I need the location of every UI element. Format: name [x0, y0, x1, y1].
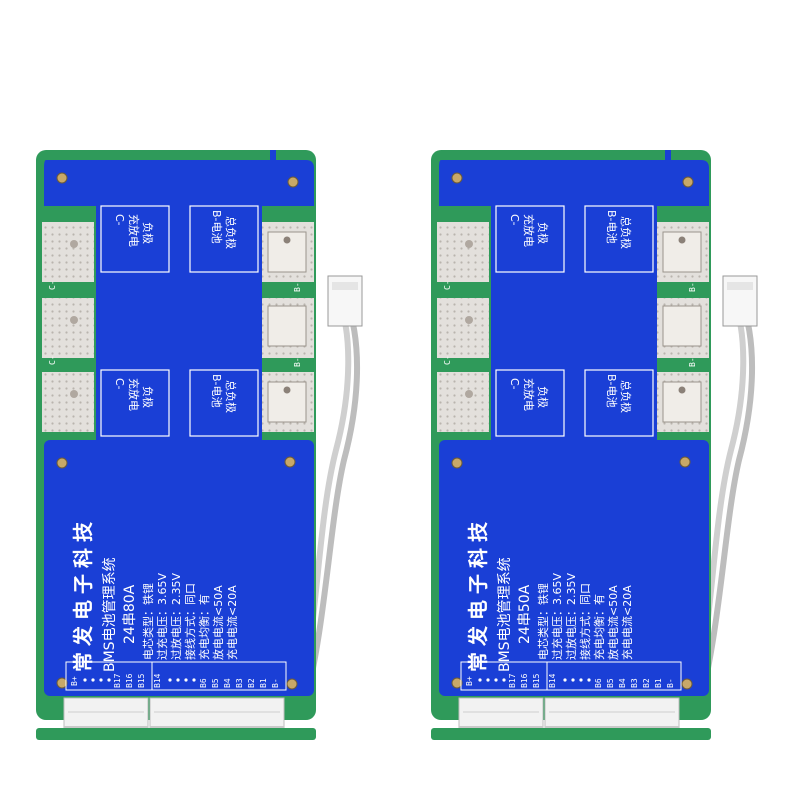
mosfet-strip-right: B- B-	[262, 222, 314, 432]
pin-label: B6	[199, 678, 208, 688]
heatsink-cover-bottom	[439, 440, 709, 696]
pad-c-label: 负极	[536, 386, 550, 408]
b-minus-label: B-	[293, 282, 302, 292]
pin-label: B2	[642, 678, 651, 688]
model-text: 24串50A	[517, 584, 533, 644]
spec-line: 放电电流<50A	[211, 585, 225, 660]
b-minus-label: B-	[688, 282, 697, 292]
pin-label: B4	[223, 678, 232, 688]
bms-board-80a: C- C- B- B-	[36, 150, 363, 740]
pin-label: B3	[630, 678, 639, 688]
pad-b-label: 总负极	[619, 380, 633, 413]
spec-line: 放电电流<50A	[606, 585, 620, 660]
pad-c-label: 充放电	[127, 378, 141, 411]
pin-label: B14	[153, 673, 162, 688]
pad-c-label: 负极	[141, 222, 155, 244]
pad-b-label: 总负极	[224, 216, 238, 249]
mosfet-strip-left: C- C-	[437, 222, 489, 432]
pad-b-label: B-电池	[605, 210, 618, 244]
pad-c-label: 充放电	[522, 378, 536, 411]
pin-label: B15	[137, 673, 146, 688]
heatsink-cover-bottom	[44, 440, 314, 696]
pin-label: B16	[520, 673, 529, 688]
system-text: BMS电池管理系统	[497, 557, 513, 672]
c-minus-label: C-	[443, 355, 452, 365]
c-minus-label: C-	[443, 280, 452, 290]
mosfet-strip-left: C- C-	[42, 222, 94, 432]
pin-label: B4	[618, 678, 627, 688]
pin-label: B14	[548, 673, 557, 688]
pad-c-label: 充放电	[522, 214, 536, 247]
bms-board-50a: C- C- B- B- C- 充放电	[431, 150, 758, 740]
spec-line: 充电电流<20A	[620, 585, 634, 660]
pin-label: B17	[508, 673, 517, 688]
pin-label: B5	[211, 678, 220, 688]
system-text: BMS电池管理系统	[102, 557, 118, 672]
spec-line: 接线方式：同口	[578, 583, 592, 660]
b-minus-label: B-	[688, 357, 697, 367]
brand-text: 常发电子科技	[466, 516, 490, 672]
balance-connectors	[63, 697, 285, 730]
spec-line: 电芯类型：铁锂	[141, 583, 155, 660]
spec-line: 接线方式：同口	[183, 583, 197, 660]
pad-c-label: 充放电	[127, 214, 141, 247]
spec-line: 充电均衡：有	[197, 594, 211, 660]
pad-b-label: B-电池	[210, 210, 223, 244]
pin-label: B1	[654, 678, 663, 688]
pin-label: B6	[594, 678, 603, 688]
pad-c-label: C-	[508, 378, 521, 390]
pin-label: B2	[247, 678, 256, 688]
model-text: 24串80A	[122, 584, 138, 644]
pin-label: B17	[113, 673, 122, 688]
pad-c-label: C-	[113, 214, 126, 226]
pad-c-label: 负极	[141, 386, 155, 408]
mosfet-strip-right: B- B-	[657, 222, 709, 432]
pin-label: B5	[606, 678, 615, 688]
spec-line: 充电电流<20A	[225, 585, 239, 660]
pin-label: B+	[70, 676, 79, 686]
spec-line: 过充电压：3.65V	[155, 573, 169, 660]
b-minus-label: B-	[293, 357, 302, 367]
pin-label: B+	[465, 676, 474, 686]
pin-label: B16	[125, 673, 134, 688]
pad-b-label: B-电池	[605, 374, 618, 408]
pin-label: B1	[259, 678, 268, 688]
pad-c-label: 负极	[536, 222, 550, 244]
spec-line: 过放电压：2.35V	[564, 573, 578, 660]
balance-connectors	[458, 697, 680, 730]
spec-line: 过充电压：3.65V	[550, 573, 564, 660]
spec-line: 过放电压：2.35V	[169, 573, 183, 660]
spec-line: 电芯类型：铁锂	[536, 583, 550, 660]
pin-label: B3	[235, 678, 244, 688]
brand-text: 常发电子科技	[71, 516, 95, 672]
pad-b-label: 总负极	[224, 380, 238, 413]
pad-b-label: B-电池	[210, 374, 223, 408]
pin-label: B-	[271, 678, 280, 688]
pad-b-label: 总负极	[619, 216, 633, 249]
c-minus-label: C-	[48, 280, 57, 290]
pin-label: B15	[532, 673, 541, 688]
spec-line: 充电均衡：有	[592, 594, 606, 660]
pin-label: B-	[666, 678, 675, 688]
pad-c-label: C-	[508, 214, 521, 226]
c-minus-label: C-	[48, 355, 57, 365]
pad-c-label: C-	[113, 378, 126, 390]
